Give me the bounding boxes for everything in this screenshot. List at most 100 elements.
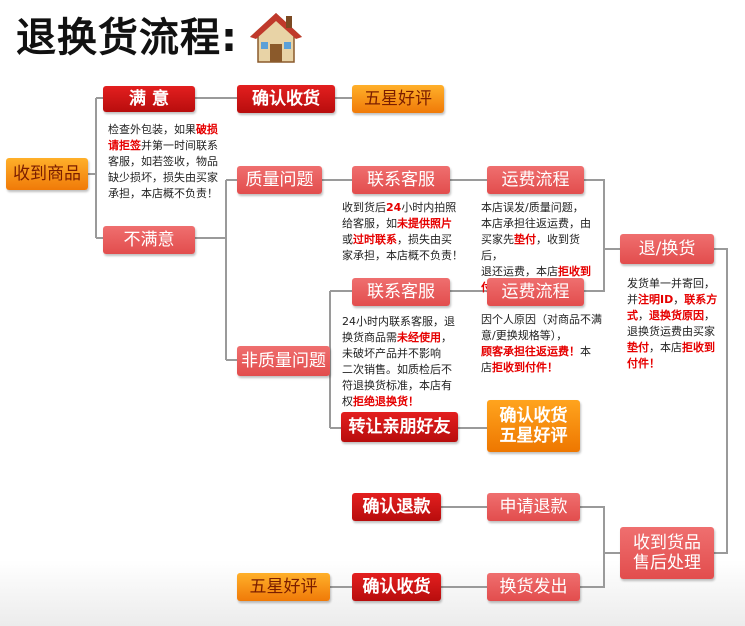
note-line: 收到货后24小时内拍照 xyxy=(342,200,482,216)
note-line: 请拒签并第一时间联系 xyxy=(108,138,238,154)
note-text: 二次销售。如质检后不 xyxy=(342,363,452,376)
quality-note: 收到货后24小时内拍照给客服，如未提供照片或过时联系，损失由买家承担，本店概不负… xyxy=(342,200,482,264)
note-highlight: 联系方 xyxy=(684,293,718,306)
note-text: 店 xyxy=(481,361,492,374)
note-text: 发货单一并寄回， xyxy=(627,277,715,290)
note-text: ， xyxy=(673,293,685,306)
note-line: 式，退换货原因， xyxy=(627,308,737,324)
satisfied-note: 检查外包装，如果破损请拒签并第一时间联系客服，如若签收，物品缺少损坏，损失由买家… xyxy=(108,122,238,202)
note-text: ，收到货后， xyxy=(481,233,580,262)
note-highlight: 拒绝退换货！ xyxy=(353,395,419,408)
five-star-top-box: 五星好评 xyxy=(352,85,444,113)
quality-issue-box: 质量问题 xyxy=(237,166,322,194)
note-highlight: 未经使用 xyxy=(397,331,441,344)
note-highlight: 24 xyxy=(386,201,402,214)
non-quality-note: 24小时内联系客服，退换货商品需未经使用，未破坏产品并不影响二次销售。如质检后不… xyxy=(342,314,482,410)
note-line: 店拒收到付件！ xyxy=(481,360,603,376)
note-text: 家承担，本店概不负责！ xyxy=(342,249,463,262)
note-text: 承担，本店概不负责！ xyxy=(108,187,218,200)
exchange-shipped-box: 换货发出 xyxy=(487,573,580,601)
note-line: 二次销售。如质检后不 xyxy=(342,362,482,378)
note-highlight: 付件！ xyxy=(627,357,660,370)
note-text: 退还运费，本店 xyxy=(481,265,558,278)
note-text: 本 xyxy=(580,345,591,358)
note-line: 退换货运费由买家 xyxy=(627,324,737,340)
refund-note: 发货单一并寄回，并注明ID，联系方式，退换货原因，退换货运费由买家垫付，本店拒收… xyxy=(627,276,737,372)
note-line: 缺少损坏，损失由买家 xyxy=(108,170,238,186)
note-text: 退换货运费由买家 xyxy=(627,325,715,338)
note-line: 换货商品需未经使用， xyxy=(342,330,482,346)
note-text: 买家先 xyxy=(481,233,514,246)
note-highlight: 未提供照片 xyxy=(397,217,452,230)
unsatisfied-box: 不满意 xyxy=(103,226,195,254)
note-line: 因个人原因（对商品不满 xyxy=(481,312,603,328)
refund-exchange-box: 退/换货 xyxy=(620,234,714,264)
note-text: 客服，如若签收，物品 xyxy=(108,155,218,168)
note-text: 因个人原因（对商品不满 xyxy=(481,313,602,326)
confirm-receipt-mid-label: 确认收货 xyxy=(499,405,568,426)
confirm-receipt-top-box: 确认收货 xyxy=(237,85,335,113)
after-sale-label: 售后处理 xyxy=(633,553,701,573)
note-line: 退还运费，本店拒收到 xyxy=(481,264,601,280)
note-highlight: 拒收到 xyxy=(558,265,591,278)
receive-goods-box: 收到商品 xyxy=(6,158,88,190)
note-line: 家承担，本店概不负责！ xyxy=(342,248,482,264)
note-text: 本店误发/质量问题， xyxy=(481,201,584,214)
note-line: 本店误发/质量问题， xyxy=(481,200,601,216)
note-line: 意/更换规格等）， xyxy=(481,328,603,344)
note-text: 符退换货标准，本店有 xyxy=(342,379,452,392)
note-text: ，损失由买 xyxy=(397,233,452,246)
note-text: 权 xyxy=(342,395,353,408)
transfer-friend-box: 转让亲朋好友 xyxy=(341,412,458,442)
note-text: 收到货后 xyxy=(342,201,386,214)
after-sale-box: 收到货品 售后处理 xyxy=(620,527,714,579)
note-highlight: 退换货原因 xyxy=(649,309,704,322)
note-line: 承担，本店概不负责！ xyxy=(108,186,238,202)
contact-service-2-box: 联系客服 xyxy=(352,278,450,306)
note-line: 并注明ID，联系方 xyxy=(627,292,737,308)
note-line: 符退换货标准，本店有 xyxy=(342,378,482,394)
note-highlight: 过时联系 xyxy=(353,233,397,246)
note-highlight: 请拒签 xyxy=(108,139,141,152)
note-text: 并第一时间联系 xyxy=(141,139,218,152)
note-text: 并 xyxy=(627,293,638,306)
note-line: 或过时联系，损失由买 xyxy=(342,232,482,248)
note-text: 换货商品需 xyxy=(342,331,397,344)
note-text: ，本店 xyxy=(649,341,682,354)
note-text: 24小时内联系客服，退 xyxy=(342,315,455,328)
note-line: 24小时内联系客服，退 xyxy=(342,314,482,330)
note-line: 买家先垫付，收到货后， xyxy=(481,232,601,264)
note-text: 缺少损坏，损失由买家 xyxy=(108,171,218,184)
five-star-bottom-box: 五星好评 xyxy=(237,573,330,601)
note-highlight: 顾客承担往返运费！ xyxy=(481,345,580,358)
note-highlight: 垫付 xyxy=(514,233,536,246)
note-text: ， xyxy=(704,309,715,322)
note-text: 本店承担往返运费，由 xyxy=(481,217,591,230)
freight-process-1-box: 运费流程 xyxy=(487,166,584,194)
note-line: 顾客承担往返运费！本 xyxy=(481,344,603,360)
note-text: 检查外包装，如果 xyxy=(108,123,196,136)
note-text: ， xyxy=(441,331,452,344)
note-text: 未破坏产品并不影响 xyxy=(342,347,441,360)
note-highlight: 式 xyxy=(627,309,638,322)
confirm-five-star-mid-box: 确认收货 五星好评 xyxy=(487,400,580,452)
apply-refund-box: 申请退款 xyxy=(487,493,580,521)
five-star-mid-label: 五星好评 xyxy=(499,426,568,446)
note-line: 检查外包装，如果破损 xyxy=(108,122,238,138)
note-line: 发货单一并寄回， xyxy=(627,276,737,292)
freight-note-2: 因个人原因（对商品不满意/更换规格等），顾客承担往返运费！本店拒收到付件！ xyxy=(481,312,603,376)
receive-goods-label: 收到货品 xyxy=(633,532,701,553)
note-line: 未破坏产品并不影响 xyxy=(342,346,482,362)
satisfied-box: 满 意 xyxy=(103,86,195,112)
note-highlight: 拒收到付件！ xyxy=(492,361,558,374)
note-line: 付件！ xyxy=(627,356,737,372)
note-line: 权拒绝退换货！ xyxy=(342,394,482,410)
freight-process-2-box: 运费流程 xyxy=(487,278,584,306)
note-text: 给客服，如 xyxy=(342,217,397,230)
page-title: 退换货流程: xyxy=(16,15,238,61)
note-highlight: 破损 xyxy=(196,123,218,136)
note-line: 垫付，本店拒收到 xyxy=(627,340,737,356)
note-highlight: 拒收到 xyxy=(682,341,715,354)
